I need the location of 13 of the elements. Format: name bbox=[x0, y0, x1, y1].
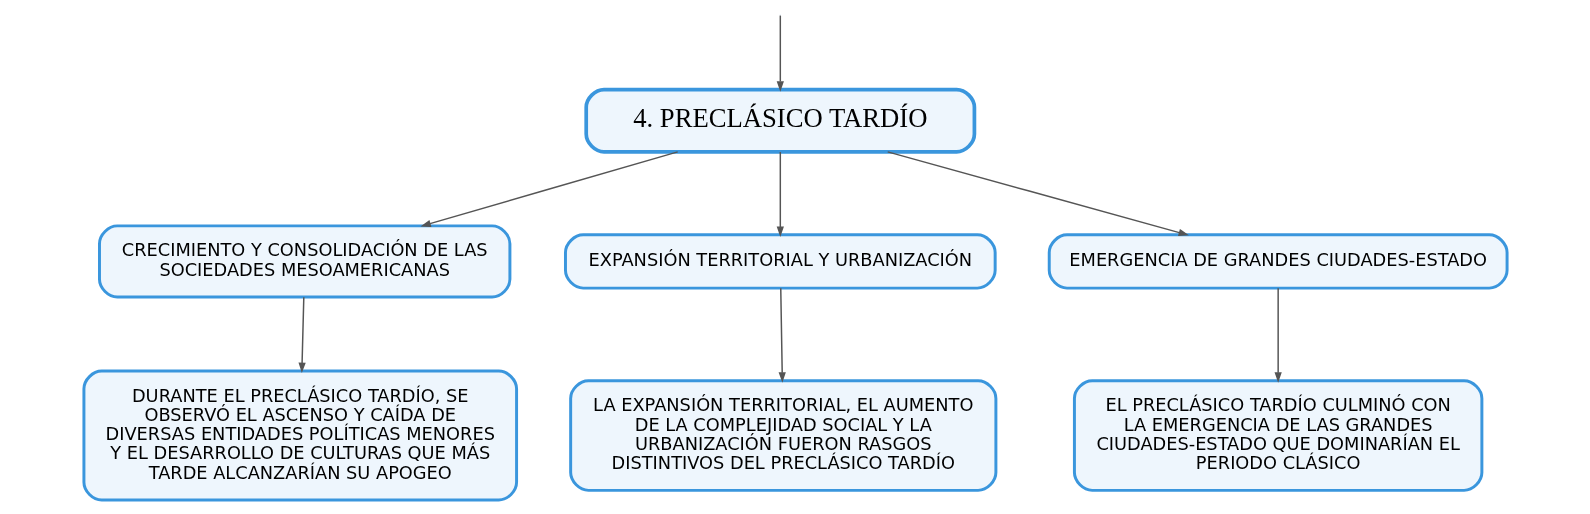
node-box: EXPANSIÓN TERRITORIAL Y URBANIZACIÓN bbox=[563, 233, 997, 290]
arrow bbox=[419, 151, 678, 228]
arrow bbox=[297, 296, 306, 374]
node-box: EMERGENCIA DE GRANDES CIUDADES-ESTADO bbox=[1047, 233, 1509, 290]
node-box: 4. PRECLÁSICO TARDÍO bbox=[583, 87, 976, 154]
node-box: DURANTE EL PRECLÁSICO TARDÍO, SE OBSERVÓ EL ASCENSO Y CAÍDA DE DIVERSAS ENTIDADES POLÍTICAS MENORES Y EL DESARROLLO DE CULTURAS QUE MÁS TARDE ALCANZARÍAN SU APOGEO bbox=[81, 369, 518, 502]
arrow bbox=[886, 151, 1189, 236]
arrow bbox=[1274, 287, 1282, 383]
arrow bbox=[776, 151, 784, 237]
node-box: CRECIMIENTO Y CONSOLIDACIÓN DE LAS SOCIEDADES MESOAMERICANAS bbox=[97, 224, 511, 299]
node-box: LA EXPANSIÓN TERRITORIAL, EL AUMENTO DE LA COMPLEJIDAD SOCIAL Y LA URBANIZACIÓN FUERON RASGOS DISTINTIVOS DEL PRECLÁSICO TARDÍO bbox=[568, 379, 997, 492]
node-box: EL PRECLÁSICO TARDÍO CULMINÓ CON LA EMERGENCIA DE LAS GRANDES CIUDADES-ESTADO QUE DOMINARÍAN EL PERIODO CLÁSICO bbox=[1072, 379, 1483, 492]
arrow bbox=[778, 287, 786, 383]
